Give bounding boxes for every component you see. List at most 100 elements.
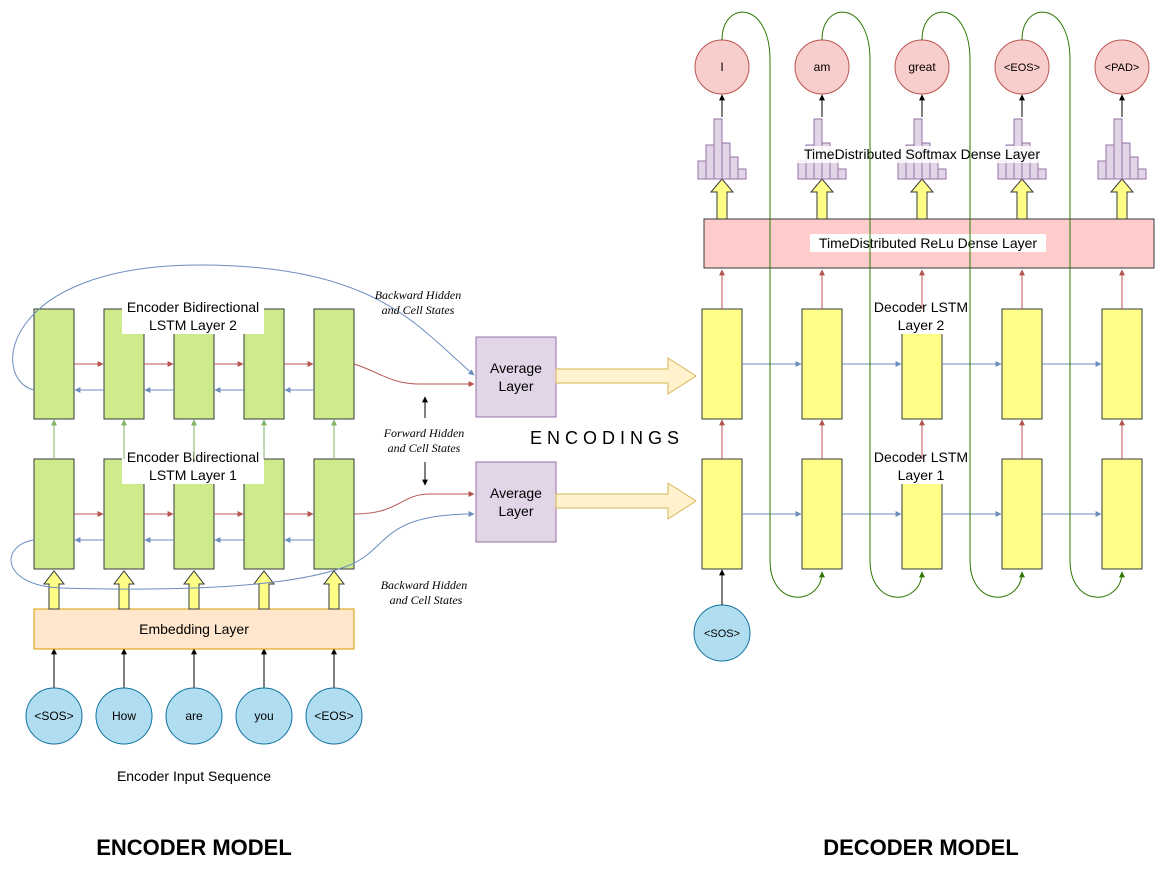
- histogram-bar: [705, 144, 715, 180]
- decoder-lstm1-label-line1: Decoder LSTM: [874, 449, 968, 465]
- average-layer-top-line2: Layer: [498, 378, 533, 394]
- encoder-lstm2-cell: [33, 308, 75, 420]
- backward-states-label-bottom-line2: and Cell States: [390, 593, 463, 607]
- encoder-title: ENCODER MODEL: [96, 835, 292, 860]
- encoder-token-label: you: [254, 709, 273, 723]
- histogram-bar: [797, 160, 807, 180]
- forward-state-connector-top: [353, 363, 475, 387]
- forward-states-label-line1: Forward Hidden: [383, 426, 465, 440]
- output-feedback-loops: [721, 11, 1125, 598]
- histogram-bar: [837, 168, 847, 180]
- encoder-lstm1-label-line2: LSTM Layer 1: [149, 467, 237, 483]
- decoder-lstm2-cell: [1101, 308, 1143, 420]
- average-layer-bottom-line1: Average: [490, 485, 542, 501]
- decoder-output-token: I: [694, 39, 750, 95]
- token-embedding-arrows: [51, 648, 337, 688]
- backward-states-label-top-line1: Backward Hidden: [375, 288, 462, 302]
- decoder-lstm2-label-line2: Layer 2: [898, 317, 945, 333]
- encoder-lstm2-label-line2: LSTM Layer 2: [149, 317, 237, 333]
- encoder-input-caption: Encoder Input Sequence: [117, 768, 271, 784]
- decoder-output-token: great: [894, 39, 950, 95]
- decoder-output-label: am: [814, 60, 831, 74]
- encoder-token: How: [95, 687, 153, 745]
- encoder-lstm2-cell: [313, 308, 355, 420]
- decoder-lstm2-cell: [1001, 308, 1043, 420]
- relu-dense-label: TimeDistributed ReLu Dense Layer: [819, 235, 1037, 251]
- encoder-lstm2-label-bg: [122, 300, 264, 334]
- encoder-token: <SOS>: [25, 687, 83, 745]
- decoder-lstm2-label-line1: Decoder LSTM: [874, 299, 968, 315]
- decoder-output-label: <EOS>: [1004, 62, 1040, 74]
- encoder-model: <SOS> How are you <EOS> Encoder Input Se…: [10, 264, 475, 860]
- histogram-bar: [1097, 160, 1107, 180]
- decoder-lstm1-cell: [1101, 458, 1143, 570]
- decoder-output-label: great: [908, 60, 936, 74]
- encoding-block-arrow-bottom: [555, 482, 697, 520]
- histogram-bar: [737, 168, 747, 180]
- encoder-lstm1-label-bg: [122, 450, 264, 484]
- decoder-output-label: I: [720, 60, 723, 74]
- embedding-layer: [33, 608, 355, 650]
- decoder-title: DECODER MODEL: [823, 835, 1019, 860]
- histogram-bar: [997, 160, 1007, 180]
- decoder-lstm1-cell: [1001, 458, 1043, 570]
- histogram-bar: [937, 168, 947, 180]
- softmax-to-output-arrows: [719, 94, 1125, 117]
- encoder-lstm-layer-1: [33, 458, 355, 570]
- embedding-layer-label: Embedding Layer: [139, 621, 249, 637]
- average-layer-top: [475, 336, 557, 418]
- backward-states-label-bottom-line1: Backward Hidden: [381, 578, 468, 592]
- relu-to-softmax-arrows: [709, 178, 1135, 220]
- encoder-lstm1-cell: [313, 458, 355, 570]
- decoder-lstm1-to-lstm2-arrows: [719, 419, 1125, 459]
- softmax-dense-label: TimeDistributed Softmax Dense Layer: [804, 146, 1040, 162]
- bridge: Average Layer Average Layer ENCODINGS: [475, 336, 697, 543]
- histogram-bar: [1037, 168, 1047, 180]
- decoder-lstm2-cell: [801, 308, 843, 420]
- average-layer-bottom-line2: Layer: [498, 503, 533, 519]
- average-layer-bottom: [475, 461, 557, 543]
- decoder-lstm2-cell: [701, 308, 743, 420]
- encoding-block-arrow-top: [555, 357, 697, 395]
- decoder-lstm1-label-line2: Layer 1: [898, 467, 945, 483]
- encoder-token-label: How: [112, 709, 136, 723]
- encoder-lstm1-label-line1: Encoder Bidirectional: [127, 449, 259, 465]
- embedding-to-lstm1-arrows: [42, 570, 346, 610]
- decoder-lstm2-to-relu-arrows: [719, 269, 1125, 309]
- decoder-lstm1-cell: [701, 458, 743, 570]
- histogram-bar: [697, 160, 707, 180]
- backward-state-connector-top: [12, 264, 475, 391]
- backward-states-label-top-line2: and Cell States: [382, 303, 455, 317]
- encoder-token-label: <EOS>: [314, 709, 353, 723]
- encoder-lstm1-cell: [33, 458, 75, 570]
- decoder-output-token: <PAD>: [1094, 39, 1150, 95]
- softmax-dense-label-bg: [795, 146, 1051, 163]
- encoder-lstm2-label-line1: Encoder Bidirectional: [127, 299, 259, 315]
- histogram-bar: [1129, 156, 1139, 180]
- encoder-token-label: <SOS>: [34, 709, 73, 723]
- decoder-output-token: am: [794, 39, 850, 95]
- forward-state-connector-bottom: [353, 491, 475, 515]
- histogram-bar: [1113, 118, 1123, 180]
- relu-dense-label-bg: [810, 234, 1046, 252]
- lstm1-to-lstm2-arrows: [51, 419, 337, 459]
- histogram-bar: [721, 142, 731, 180]
- histogram-bar: [1137, 168, 1147, 180]
- decoder-input-token-label: <SOS>: [704, 628, 740, 640]
- backward-state-connector-bottom: [10, 511, 475, 590]
- forward-states-label-line2: and Cell States: [388, 441, 461, 455]
- decoder-output-label: <PAD>: [1105, 62, 1140, 74]
- encodings-label: ENCODINGS: [530, 428, 684, 448]
- histogram-bar: [897, 160, 907, 180]
- average-layer-top-line1: Average: [490, 360, 542, 376]
- encoder-token-label: are: [185, 709, 203, 723]
- encoder-input-tokens: <SOS> How are you <EOS>: [25, 687, 363, 745]
- encoder-token: <EOS>: [305, 687, 363, 745]
- histogram-bar: [1121, 142, 1131, 180]
- decoder-output-token: <EOS>: [994, 39, 1050, 95]
- decoder-lstm1-cell: [801, 458, 843, 570]
- decoder-model: <SOS> Decoder LSTM Layer 1: [693, 11, 1155, 860]
- histogram-bar: [1105, 144, 1115, 180]
- histogram-bar: [713, 118, 723, 180]
